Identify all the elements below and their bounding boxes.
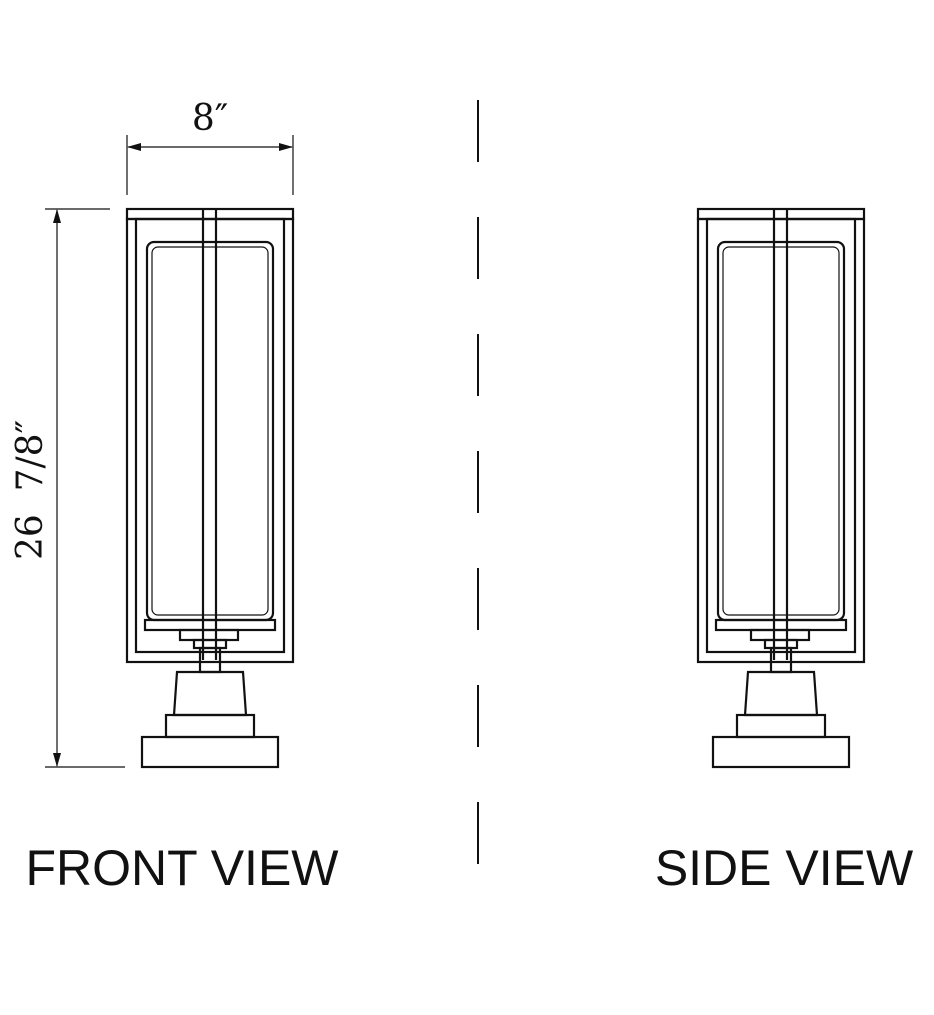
height-dimension-label: 26 7/8″ (10, 420, 51, 560)
side-view-lantern (696, 207, 866, 769)
width-dimension-label: 8″ (192, 98, 228, 139)
side-view-label: SIDE VIEW (655, 840, 914, 896)
width-dimension: 8″ (126, 98, 294, 195)
front-view-lantern (125, 207, 295, 769)
height-dimension: 26 7/8″ (10, 208, 125, 768)
front-view-label: FRONT VIEW (26, 840, 340, 896)
